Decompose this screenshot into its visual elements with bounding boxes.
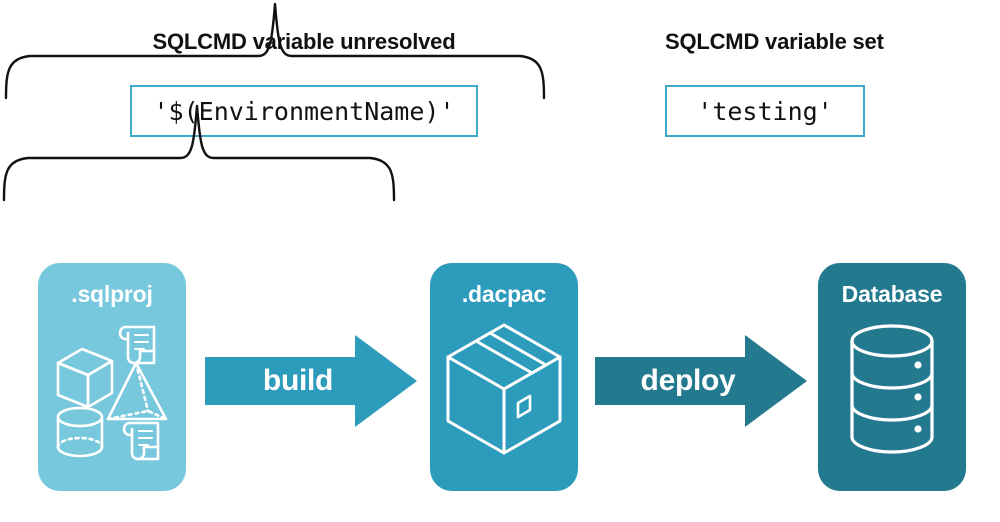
- package-box-icon: [430, 311, 578, 476]
- arrow-deploy-shape: [595, 335, 807, 427]
- value-box-right: 'testing': [665, 85, 865, 137]
- script-icon-top: [118, 325, 156, 365]
- brace-right: [0, 102, 397, 204]
- value-box-left: '$(EnvironmentName)': [130, 85, 478, 137]
- arrow-build: build: [205, 335, 417, 427]
- arrow-build-shape: [205, 335, 417, 427]
- stage-sqlproj: .sqlproj: [38, 263, 186, 491]
- arrow-deploy: deploy: [595, 335, 807, 427]
- cube-icon: [56, 347, 114, 409]
- section-label-left: SQLCMD variable unresolved: [152, 29, 456, 54]
- stage-dacpac: .dacpac: [430, 263, 578, 491]
- database-cylinder-icon: [818, 311, 966, 476]
- stage-dacpac-label: .dacpac: [461, 281, 547, 307]
- script-icon-bottom: [122, 421, 160, 461]
- stage-database-label: Database: [841, 281, 943, 307]
- brace-right-path: [2, 104, 396, 202]
- section-label-right: SQLCMD variable set: [665, 29, 884, 54]
- arrow-deploy-label: deploy: [640, 364, 736, 397]
- shapes-and-scripts-icon: [38, 311, 186, 476]
- cylinder-icon: [56, 406, 104, 458]
- stage-database: Database: [818, 263, 966, 491]
- brace-left-path: [4, 2, 546, 100]
- stage-sqlproj-label: .sqlproj: [71, 281, 153, 307]
- pyramid-icon: [106, 361, 168, 421]
- brace-left: [0, 0, 546, 102]
- arrow-build-label: build: [262, 364, 334, 397]
